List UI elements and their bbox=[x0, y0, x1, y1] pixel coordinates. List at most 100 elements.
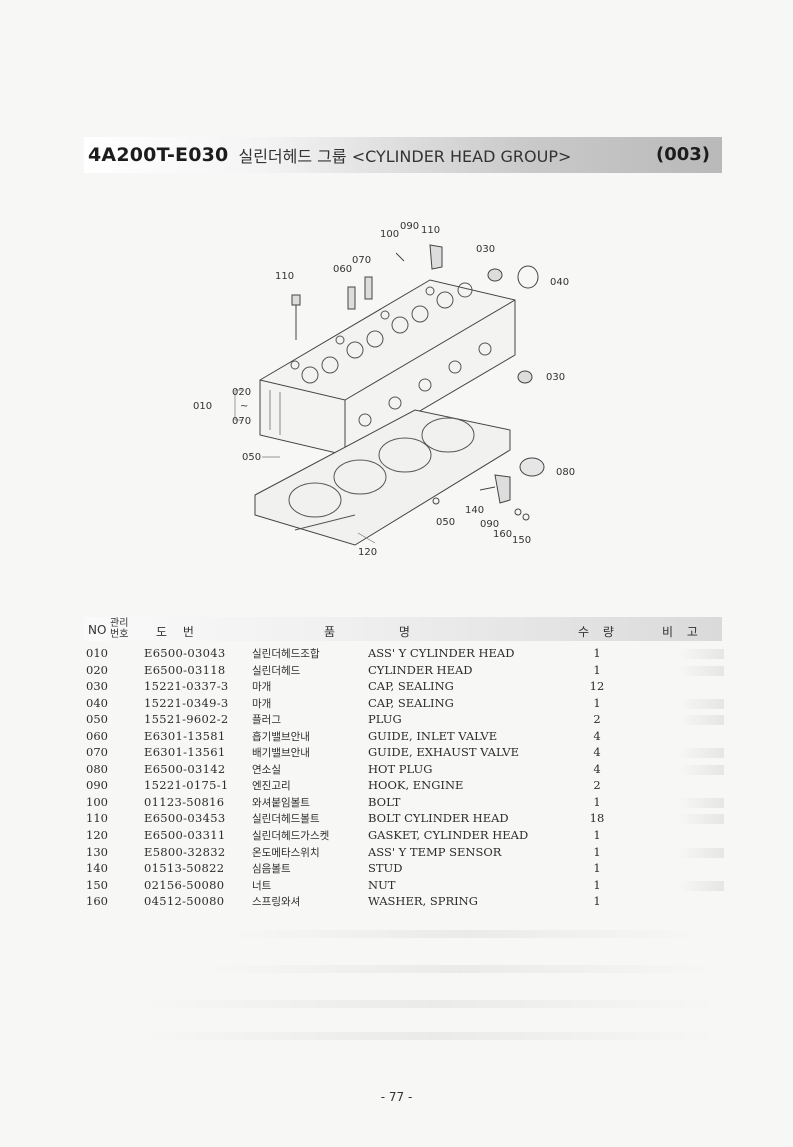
callout-050-bottom: 050 bbox=[436, 517, 455, 528]
table-row: 050 15521-9602-2 플러그 PLUG 2 bbox=[84, 712, 724, 729]
parts-list: 010 E6500-03043 실린더헤드조합 ASS' Y CYLINDER HEA… bbox=[84, 646, 724, 911]
row-korean-name: 너트 bbox=[252, 879, 272, 892]
row-shade bbox=[678, 814, 724, 825]
row-no: 090 bbox=[86, 778, 108, 793]
callout-160: 160 bbox=[493, 529, 512, 540]
row-english-name: CYLINDER HEAD bbox=[368, 662, 473, 677]
row-korean-name: 엔진고리 bbox=[252, 780, 291, 793]
row-korean-name: 플러그 bbox=[252, 714, 281, 727]
row-english-name: HOOK, ENGINE bbox=[368, 778, 464, 793]
row-english-name: GUIDE, EXHAUST VALVE bbox=[368, 745, 519, 760]
callout-030-right: 030 bbox=[546, 372, 565, 383]
row-english-name: ASS' Y CYLINDER HEAD bbox=[368, 646, 515, 660]
row-english-name: BOLT bbox=[368, 794, 401, 809]
row-shade bbox=[678, 797, 724, 808]
row-part-no: E6500-03118 bbox=[144, 662, 226, 677]
row-english-name: NUT bbox=[368, 877, 396, 892]
row-no: 100 bbox=[86, 794, 108, 809]
group-number: (003) bbox=[655, 144, 710, 165]
row-qty: 1 bbox=[593, 844, 601, 859]
row-korean-name: 마개 bbox=[252, 681, 272, 694]
row-shade bbox=[678, 715, 724, 726]
row-korean-name: 심음볼트 bbox=[252, 863, 291, 876]
callout-020: 020 bbox=[232, 387, 251, 398]
row-part-no: 15221-0175-1 bbox=[144, 778, 229, 793]
row-shade bbox=[678, 698, 724, 709]
callout-040: 040 bbox=[550, 277, 569, 288]
callout-070-left: 070 bbox=[232, 416, 251, 427]
page-number: - 77 - bbox=[380, 1090, 413, 1104]
row-part-no: 01123-50816 bbox=[144, 794, 225, 809]
scan-shade bbox=[140, 1032, 720, 1040]
row-no: 160 bbox=[86, 894, 108, 909]
row-qty: 1 bbox=[593, 646, 601, 660]
row-korean-name: 실린더헤드볼트 bbox=[252, 813, 320, 826]
row-part-no: E6301-13561 bbox=[144, 745, 226, 760]
callout-140: 140 bbox=[465, 505, 484, 516]
row-no: 080 bbox=[86, 761, 108, 776]
scan-shade bbox=[200, 965, 720, 973]
row-korean-name: 실린더헤드조합 bbox=[252, 648, 320, 660]
row-qty: 2 bbox=[593, 712, 601, 727]
row-shade bbox=[678, 847, 724, 858]
row-shade bbox=[678, 748, 724, 759]
row-part-no: 15221-0337-3 bbox=[144, 679, 229, 694]
row-part-no: 15221-0349-3 bbox=[144, 695, 229, 710]
row-english-name: HOT PLUG bbox=[368, 761, 433, 776]
row-english-name: BOLT CYLINDER HEAD bbox=[368, 811, 509, 826]
row-no: 060 bbox=[86, 728, 108, 743]
callout-120: 120 bbox=[358, 547, 377, 558]
row-part-no: 04512-50080 bbox=[144, 894, 225, 909]
row-no: 120 bbox=[86, 828, 108, 843]
row-no: 150 bbox=[86, 877, 108, 892]
row-no: 110 bbox=[86, 811, 108, 826]
row-korean-name: 실린더헤드가스켓 bbox=[252, 830, 330, 843]
row-part-no: E5800-32832 bbox=[144, 844, 226, 859]
row-shade bbox=[678, 764, 724, 775]
row-part-no: E6500-03043 bbox=[144, 646, 226, 660]
callout-050-left: 050 bbox=[242, 452, 261, 463]
callout-090-bottom: 090 bbox=[480, 519, 499, 530]
row-no: 070 bbox=[86, 745, 108, 760]
row-no: 050 bbox=[86, 712, 108, 727]
row-no: 140 bbox=[86, 861, 108, 876]
row-part-no: 15521-9602-2 bbox=[144, 712, 229, 727]
col-name: 품 명 bbox=[324, 625, 410, 639]
row-korean-name: 배기밸브안내 bbox=[252, 747, 310, 760]
scan-shade bbox=[140, 1000, 720, 1008]
group-code: 4A200T-E030 bbox=[88, 144, 229, 166]
row-shade bbox=[678, 880, 724, 891]
row-korean-name: 흡기밸브안내 bbox=[252, 730, 310, 743]
row-no: 020 bbox=[86, 662, 108, 677]
callout-150: 150 bbox=[512, 535, 531, 546]
callout-080: 080 bbox=[556, 467, 575, 478]
callout-010: 010 bbox=[193, 401, 212, 412]
table-row: 070 E6301-13561 배기밸브안내 GUIDE, EXHAUST VALVE… bbox=[84, 745, 724, 762]
row-qty: 1 bbox=[593, 828, 601, 843]
group-title: 실린더헤드 그룹 <CYLINDER HEAD GROUP> bbox=[238, 147, 572, 166]
row-english-name: CAP, SEALING bbox=[368, 695, 454, 710]
row-part-no: E6500-03142 bbox=[144, 761, 226, 776]
callout-070-top: 070 bbox=[352, 255, 371, 266]
row-qty: 18 bbox=[589, 811, 605, 826]
row-english-name: GUIDE, INLET VALVE bbox=[368, 728, 498, 743]
callout-100: 100 bbox=[380, 229, 399, 240]
row-qty: 2 bbox=[593, 778, 601, 793]
callout-110-left: 110 bbox=[275, 271, 294, 282]
row-english-name: PLUG bbox=[368, 712, 402, 727]
row-english-name: ASS' Y TEMP SENSOR bbox=[368, 844, 502, 859]
row-korean-name: 스프링와셔 bbox=[252, 896, 301, 909]
row-no: 130 bbox=[86, 844, 108, 859]
row-no: 010 bbox=[86, 646, 108, 660]
row-no: 040 bbox=[86, 695, 108, 710]
